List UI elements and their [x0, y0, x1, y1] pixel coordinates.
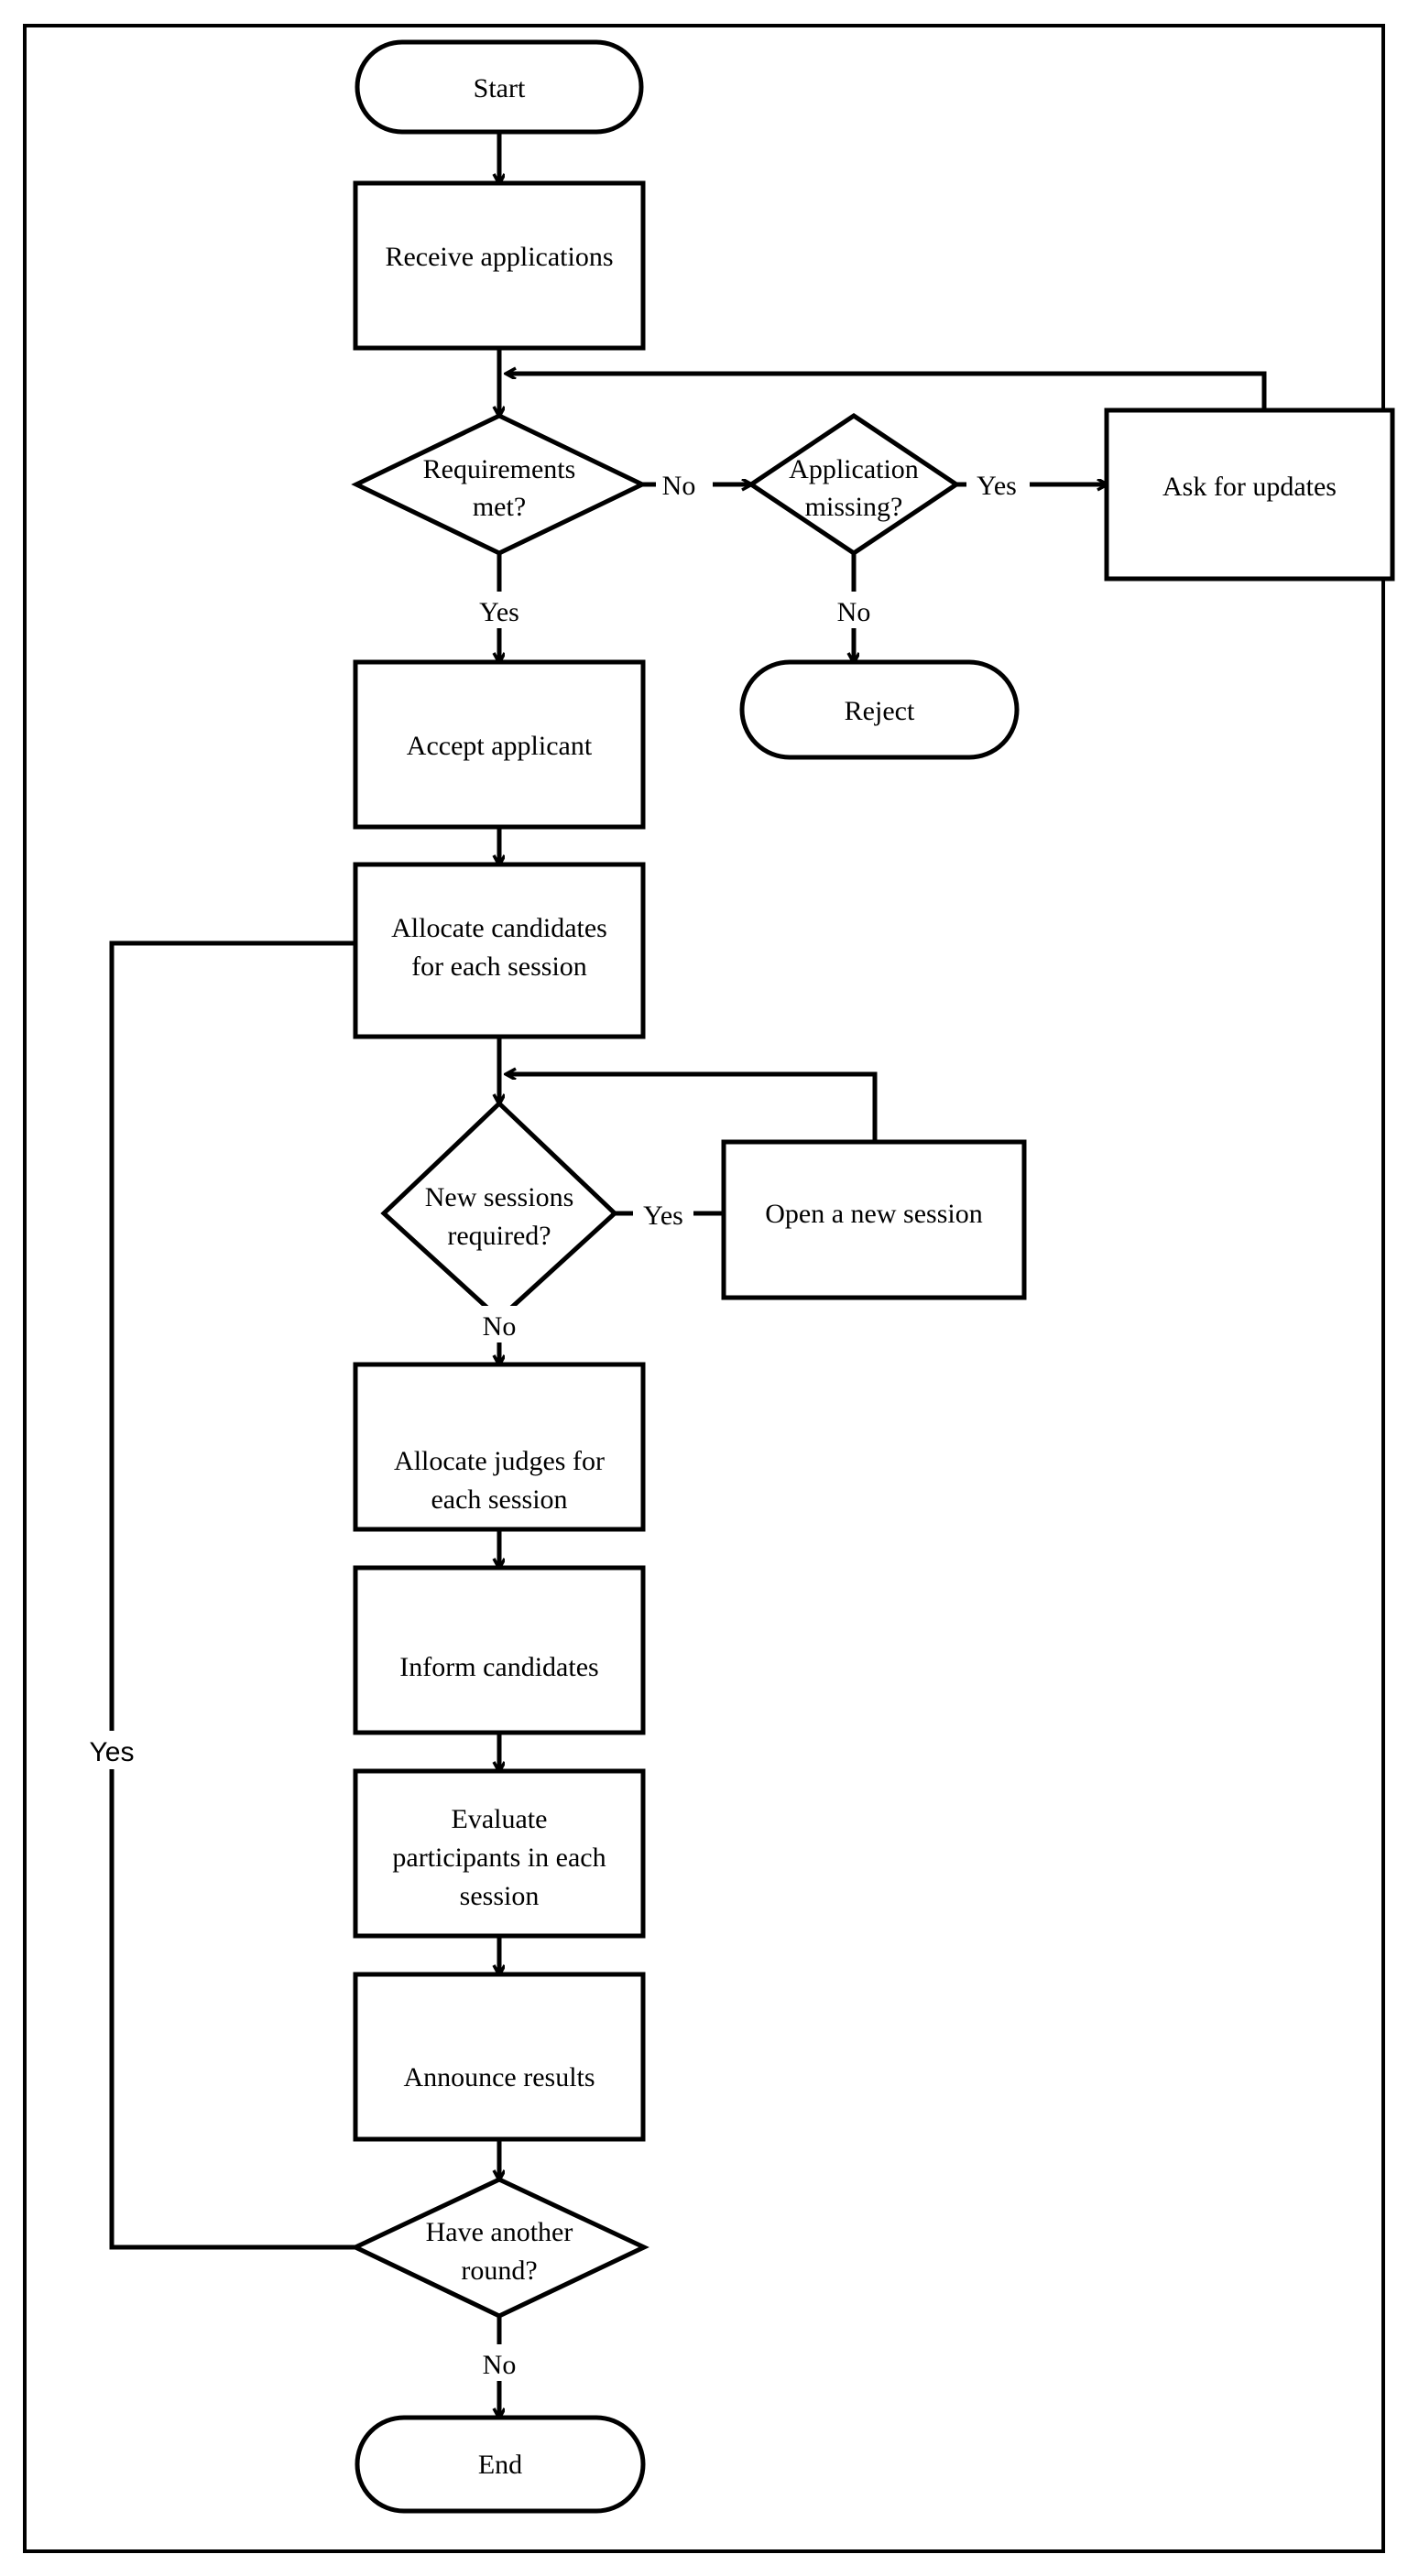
edge-label-requirements-yes: Yes	[469, 592, 529, 628]
node-allocate-judges-line-2: each session	[431, 1484, 567, 1515]
node-open-a-new-session-label: Open a new session	[765, 1199, 982, 1229]
node-inform-candidates[interactable]: Inform candidates	[353, 1565, 646, 1735]
edge-label-appmissing-no: No	[830, 592, 878, 628]
edge-label-appmissing-yes-text: Yes	[977, 471, 1017, 501]
node-open-a-new-session[interactable]: Open a new session	[721, 1139, 1027, 1300]
node-new-sessions-required[interactable]: New sessions required?	[380, 1100, 618, 1322]
node-announce-results[interactable]: Announce results	[353, 1972, 646, 2142]
node-ask-for-updates[interactable]: Ask for updates	[1104, 408, 1395, 582]
node-have-another-round[interactable]: Have another round?	[350, 2177, 649, 2319]
edge-label-appmissing-no-text: No	[837, 597, 871, 627]
node-evaluate-participants-line-2: participants in each	[392, 1842, 606, 1873]
node-allocate-candidates[interactable]: Allocate candidates for each session	[353, 862, 646, 1039]
node-end[interactable]: End	[355, 2415, 646, 2514]
node-accept-applicant-label: Accept applicant	[407, 731, 593, 761]
edge-label-anotherround-no-text: No	[483, 2350, 517, 2380]
edge-label-newsessions-no-text: No	[483, 1311, 517, 1342]
node-end-label: End	[478, 2450, 522, 2480]
node-have-another-round-line-1: Have another	[426, 2217, 573, 2247]
node-allocate-candidates-line-2: for each session	[411, 951, 587, 982]
node-receive-applications[interactable]: Receive applications	[353, 180, 646, 351]
node-requirements-met-line-1: Requirements	[423, 454, 576, 484]
edge-label-requirements-no-text: No	[662, 471, 696, 501]
node-inform-candidates-label: Inform candidates	[399, 1652, 598, 1682]
node-evaluate-participants-line-1: Evaluate	[452, 1804, 548, 1834]
node-application-missing-line-1: Application	[789, 454, 919, 484]
node-allocate-judges-line-1: Allocate judges for	[394, 1446, 605, 1476]
node-announce-results-label: Announce results	[403, 2062, 595, 2092]
connector-askupdates-feedback	[507, 374, 1267, 410]
node-requirements-met[interactable]: Requirements met?	[351, 413, 648, 556]
node-reject[interactable]: Reject	[739, 659, 1020, 760]
edge-label-requirements-no: No	[656, 465, 702, 502]
edge-label-anotherround-no: No	[475, 2344, 523, 2381]
edge-label-newsessions-yes-text: Yes	[643, 1201, 683, 1231]
node-allocate-judges[interactable]: Allocate judges for each session	[353, 1362, 646, 1532]
edge-label-newsessions-no: No	[475, 1306, 523, 1342]
node-reject-label: Reject	[845, 696, 915, 726]
node-evaluate-participants[interactable]: Evaluate participants in each session	[353, 1768, 646, 1939]
node-new-sessions-required-line-2: required?	[447, 1221, 551, 1251]
node-evaluate-participants-line-3: session	[460, 1881, 540, 1911]
node-ask-for-updates-label: Ask for updates	[1162, 472, 1337, 502]
edge-label-anotherround-yes: Yes	[82, 1731, 141, 1769]
edge-label-newsessions-yes: Yes	[633, 1195, 693, 1232]
node-allocate-candidates-line-1: Allocate candidates	[391, 913, 607, 943]
page-frame	[23, 24, 1385, 2553]
connector-anotherround-yes-loop	[109, 943, 486, 2250]
node-application-missing-line-2: missing?	[805, 492, 903, 522]
edge-label-requirements-yes-text: Yes	[479, 597, 519, 627]
node-application-missing[interactable]: Application missing?	[747, 412, 961, 557]
edge-label-anotherround-yes-text: Yes	[90, 1737, 135, 1767]
edge-label-appmissing-yes: Yes	[966, 465, 1027, 502]
node-have-another-round-line-2: round?	[461, 2255, 537, 2286]
node-receive-applications-label: Receive applications	[385, 242, 613, 272]
node-requirements-met-line-2: met?	[473, 492, 526, 522]
connector-opensession-feedback	[507, 1074, 878, 1142]
node-start-label: Start	[474, 73, 526, 103]
node-accept-applicant[interactable]: Accept applicant	[353, 659, 646, 830]
node-start[interactable]: Start	[355, 39, 644, 135]
node-new-sessions-required-line-1: New sessions	[425, 1182, 574, 1212]
